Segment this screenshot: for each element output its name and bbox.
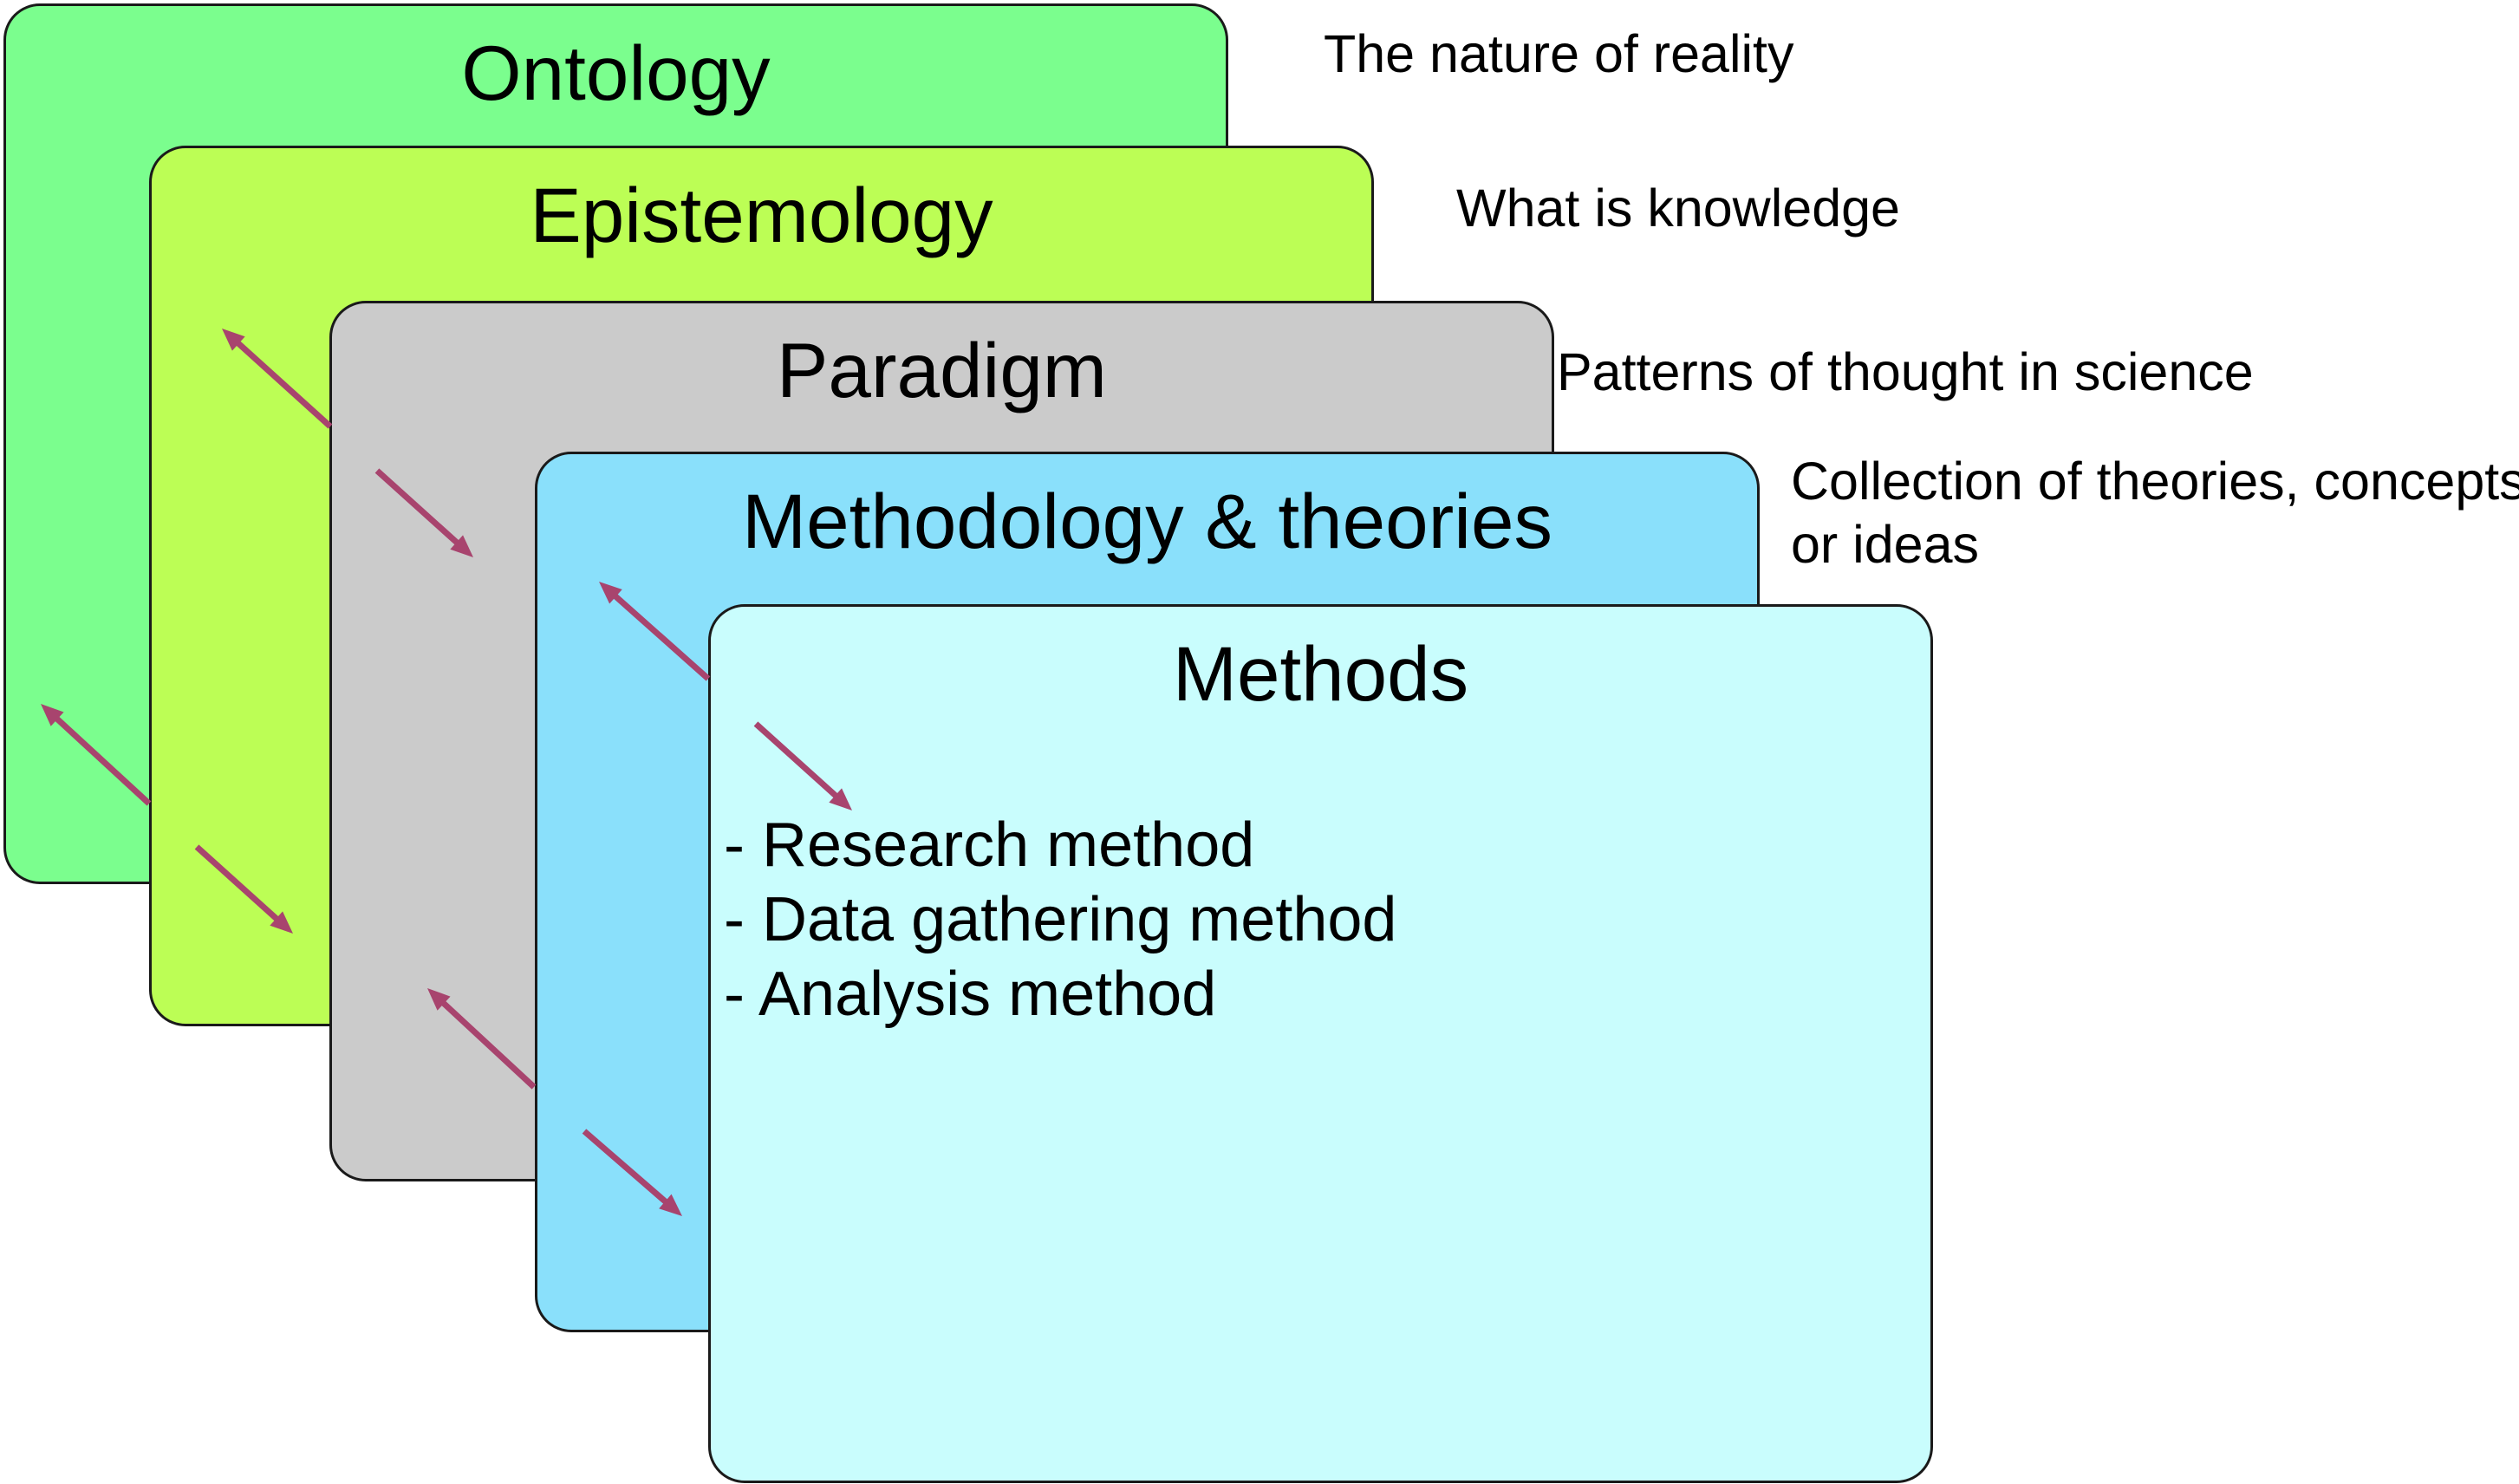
arrow-methodology-methods-down <box>753 721 852 810</box>
methods-item-research: - Research method <box>724 810 1255 880</box>
methods-title: Methods <box>1172 630 1469 717</box>
ontology-title: Ontology <box>461 29 771 116</box>
arrow-ontology-epistemology-down <box>194 844 293 934</box>
methodology-title: Methodology & theories <box>741 478 1553 564</box>
paradigm-title: Paradigm <box>777 327 1107 413</box>
epistemology-title: Epistemology <box>530 172 993 258</box>
arrow-paradigm-methodology-down <box>582 1129 682 1216</box>
methods-item-analysis: - Analysis method <box>724 960 1217 1029</box>
methods-item-data-gathering: - Data gathering method <box>724 885 1397 954</box>
ontology-description: The nature of reality <box>1324 24 1794 83</box>
arrow-epistemology-paradigm-down <box>374 468 473 557</box>
methods-layer: Methods <box>708 604 1933 1483</box>
paradigm-description: Patterns of thought in science <box>1557 342 2254 401</box>
methodology-description-line1: Collection of theories, concepts <box>1791 452 2519 511</box>
arrow-ontology-epistemology-up <box>41 704 152 806</box>
methods-list: - Research method - Data gathering metho… <box>724 808 1396 1032</box>
arrow-epistemology-paradigm-up <box>222 329 333 429</box>
arrow-methodology-methods-up <box>599 582 711 681</box>
arrow-paradigm-methodology-up <box>427 988 537 1090</box>
epistemology-description: What is knowledge <box>1456 179 1900 238</box>
methodology-description-line2: or ideas <box>1791 515 1980 574</box>
